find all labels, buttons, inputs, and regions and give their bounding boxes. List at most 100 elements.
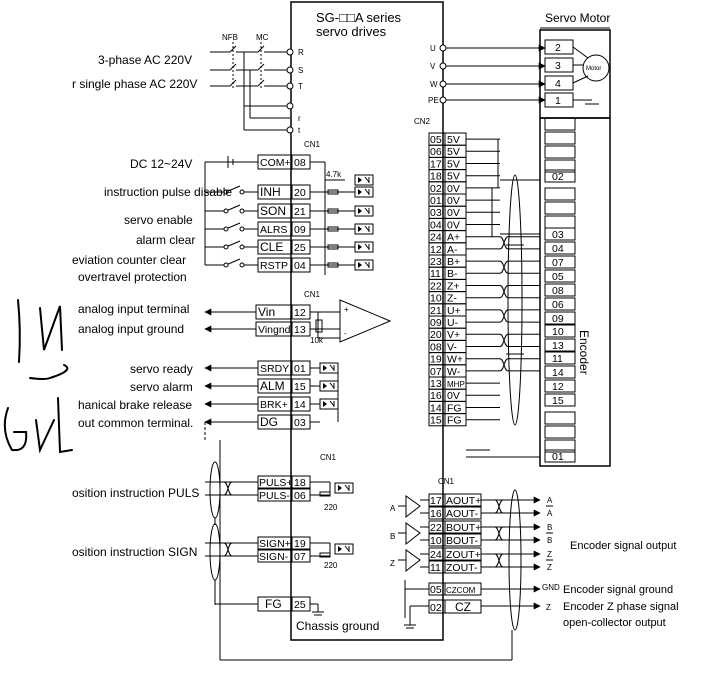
motor-title: Servo Motor bbox=[545, 11, 610, 25]
dc-supply-label: DC 12~24V bbox=[130, 157, 192, 171]
cn2-pin-signal: 0V bbox=[447, 390, 460, 402]
sign-twist bbox=[223, 542, 233, 557]
sign-resistor-symbol bbox=[319, 552, 331, 558]
encoder-pin: 03 bbox=[544, 227, 576, 241]
enc-out-signal: ZOUT+ bbox=[446, 549, 481, 561]
twisted-pair bbox=[499, 236, 509, 250]
driver-a: A bbox=[390, 504, 396, 513]
input-label-rstp: overtravel protection bbox=[78, 270, 187, 284]
puls-optocoupler bbox=[334, 482, 354, 494]
input-signal: CLE bbox=[260, 240, 283, 254]
czcom-pin: 05 bbox=[430, 584, 442, 596]
puls-resistor-symbol bbox=[319, 491, 331, 497]
analog-resistor-symbol bbox=[315, 319, 323, 333]
encoder-pin-number: 09 bbox=[552, 313, 564, 325]
enc-out-shield bbox=[508, 489, 522, 631]
encoder-pin-number: 07 bbox=[552, 257, 564, 269]
zphase-label-1: Encoder Z phase signal bbox=[563, 601, 679, 613]
cn2-pin-number: 17 bbox=[430, 158, 442, 170]
input-optocoupler bbox=[354, 186, 374, 198]
mc-label: MC bbox=[256, 33, 269, 42]
motor-term-pe: PE bbox=[428, 96, 439, 105]
cn2-pin-signal: 5V bbox=[447, 171, 460, 183]
out-label-z-bar: Z bbox=[547, 563, 552, 572]
twisted-pair bbox=[499, 285, 509, 299]
cz-row: 02 CZ bbox=[410, 599, 541, 614]
encoder-pin-number: 01 bbox=[552, 451, 564, 463]
input-optocoupler bbox=[354, 205, 374, 217]
cn2-pin-signal: B- bbox=[447, 268, 458, 280]
twisted-pair bbox=[499, 358, 509, 372]
encoder-pin-empty bbox=[544, 201, 576, 215]
output-signal: BRK+ bbox=[260, 399, 288, 411]
encoder-pin-empty bbox=[544, 117, 576, 131]
enc-out-pin: 17 bbox=[430, 495, 442, 507]
cz-pin: 02 bbox=[430, 602, 442, 614]
cn2-pin-number: 19 bbox=[430, 354, 442, 366]
puls-twist bbox=[223, 481, 233, 496]
puls-row: PULS+18 bbox=[205, 475, 330, 489]
cn2-pin-number: 12 bbox=[430, 244, 442, 256]
encoder-pin-empty bbox=[544, 159, 576, 173]
cz-signal: CZ bbox=[455, 600, 471, 614]
encoder-pin: 04 bbox=[544, 241, 576, 255]
term-r: R bbox=[298, 48, 304, 57]
fg-signal: FG bbox=[265, 597, 282, 611]
cn2-pin-number: 07 bbox=[430, 366, 442, 378]
cn2-pin-number: 08 bbox=[430, 341, 442, 353]
input-label-inh: instruction pulse disable bbox=[104, 185, 232, 199]
three-phase-label: 3-phase AC 220V bbox=[98, 53, 192, 67]
enc-out-twist bbox=[494, 553, 504, 568]
cn2-pin-signal: 0V bbox=[447, 219, 460, 231]
op-amp bbox=[339, 299, 392, 343]
output-label-brk: hanical brake release bbox=[78, 398, 192, 412]
encoder-pin-empty bbox=[544, 411, 576, 425]
encoder-pin: 10 bbox=[544, 324, 576, 338]
cn2-pin-signal: Z+ bbox=[447, 280, 460, 292]
puls-label: osition instruction PULS bbox=[72, 486, 199, 500]
input-pin: 21 bbox=[294, 206, 306, 218]
encoder-pin-empty bbox=[544, 439, 576, 453]
cn2-pin-signal: U+ bbox=[447, 305, 461, 317]
encoder-pin-empty bbox=[544, 425, 576, 439]
pullup-resistor: 4.7k bbox=[326, 170, 342, 179]
motor-pin-1: 1 bbox=[555, 95, 561, 107]
sign-shield bbox=[209, 523, 221, 581]
cn2-pin-number: 05 bbox=[430, 134, 442, 146]
output-pin: 01 bbox=[294, 363, 306, 375]
input-signal: ALRS bbox=[260, 224, 287, 236]
cn2-pin-number: 09 bbox=[430, 317, 442, 329]
encoder-pin: 07 bbox=[544, 255, 576, 269]
encoder-pin-number: 02 bbox=[552, 171, 564, 183]
encoder-pin: 11 bbox=[544, 351, 576, 365]
cn2-pin-signal: 5V bbox=[447, 146, 460, 158]
encoder-pin: 08 bbox=[544, 283, 576, 297]
encoder-pin-number: 10 bbox=[552, 326, 564, 338]
opamp-minus: - bbox=[344, 329, 347, 338]
output-label-srdy: servo ready bbox=[130, 362, 193, 376]
encoder-signal-output-label: Encoder signal output bbox=[570, 540, 676, 552]
cn2-pin-signal: FG bbox=[447, 415, 462, 427]
twisted-pair bbox=[499, 309, 509, 323]
input-optocoupler bbox=[354, 259, 374, 271]
zphase-label-2: open-collector output bbox=[563, 617, 666, 629]
encoder-pin-number: 12 bbox=[552, 381, 564, 393]
